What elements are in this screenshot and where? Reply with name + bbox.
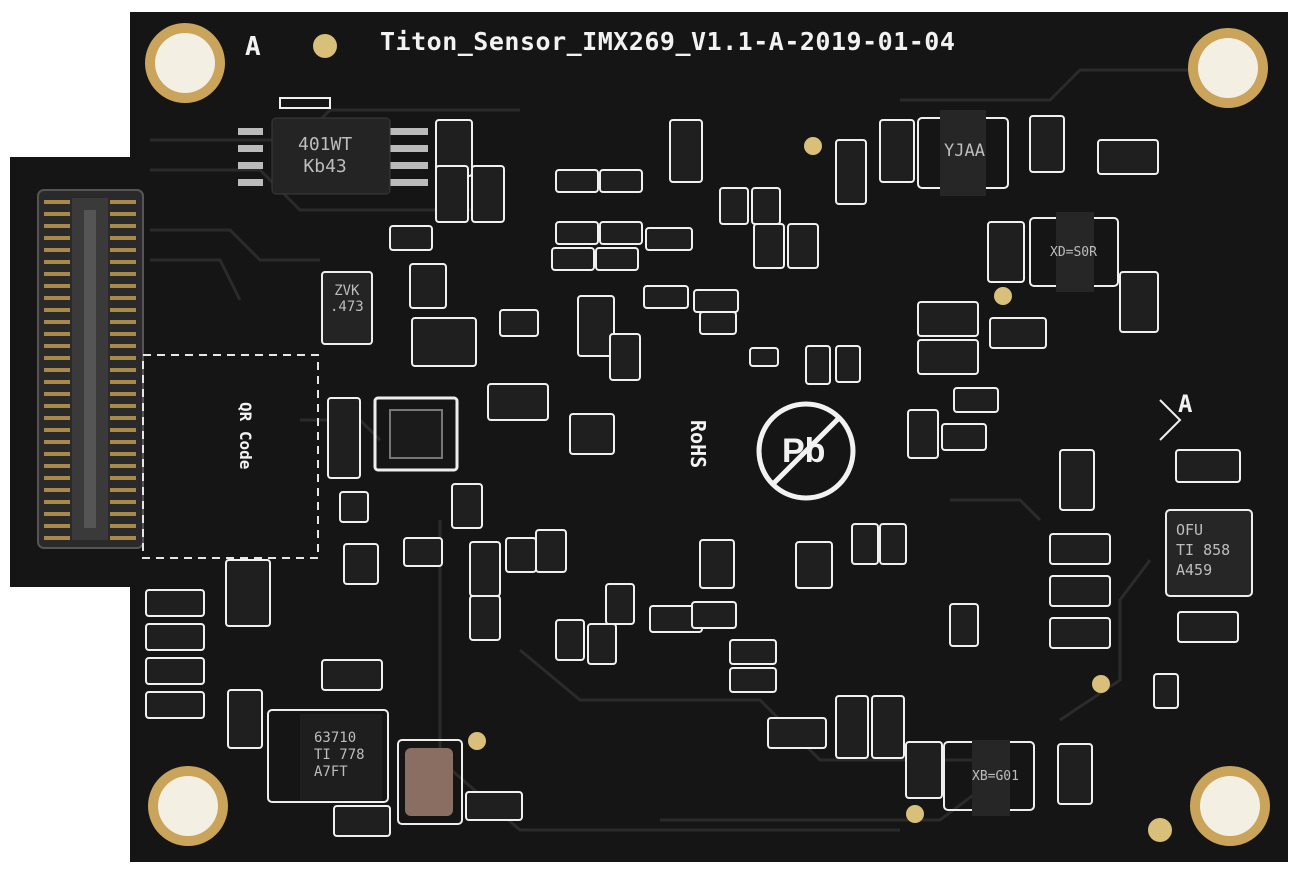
chip-u6 xyxy=(267,709,389,803)
chip-u3 xyxy=(917,110,1009,196)
chip-u1-marking: 401WT Kb43 xyxy=(298,134,352,178)
svg-text:Pb: Pb xyxy=(782,432,825,470)
inductor xyxy=(397,739,463,825)
chip-u6-line2: TI 778 xyxy=(314,747,365,763)
chip-u6-line1: 63710 xyxy=(314,730,357,746)
chip-u2-line1: ZVK xyxy=(334,283,360,299)
chip-u5-marking: OFU TI 858 A459 xyxy=(1176,520,1230,580)
chip-u6-marking: 63710 TI 778 A7FT xyxy=(314,730,365,781)
chip-u6-line3: A7FT xyxy=(314,764,348,780)
chip-u3-marking: YJAA xyxy=(944,141,985,161)
rohs-logo: Pb xyxy=(756,401,856,501)
mount-hole-tl xyxy=(145,23,225,103)
chip-u4 xyxy=(1029,212,1119,292)
board-connector xyxy=(37,189,144,549)
mount-hole-br xyxy=(1190,766,1270,846)
chip-u7-marking: XB=G01 xyxy=(972,769,1019,784)
rohs-label: RoHS xyxy=(686,420,710,469)
pcb-board xyxy=(10,12,1288,862)
chip-u4-marking: XD=S0R xyxy=(1050,245,1097,260)
mount-hole-bl xyxy=(148,766,228,846)
chip-u1 xyxy=(238,117,428,195)
chip-u5-line3: A459 xyxy=(1176,561,1213,579)
pin1-marker-a: A xyxy=(245,32,261,62)
chip-u7 xyxy=(943,740,1035,816)
chip-u1-line1: 401WT xyxy=(298,134,353,155)
pin1-marker-a-right: A xyxy=(1178,390,1193,418)
chip-u2 xyxy=(321,271,373,345)
qr-code-area xyxy=(142,354,319,559)
chip-u1-line2: Kb43 xyxy=(303,156,347,177)
qr-code-label: QR Code xyxy=(236,402,255,470)
mount-hole-tr xyxy=(1188,28,1268,108)
chip-u2-marking: ZVK .473 xyxy=(330,283,364,315)
chip-qfn xyxy=(373,396,459,472)
board-title-silkscreen: Titon_Sensor_IMX269_V1.1-A-2019-01-04 xyxy=(380,27,956,56)
chip-u5-line1: OFU xyxy=(1176,521,1204,539)
chip-u2-line2: .473 xyxy=(330,299,364,315)
chip-u5 xyxy=(1165,509,1253,597)
chip-u5-line2: TI 858 xyxy=(1176,541,1231,559)
